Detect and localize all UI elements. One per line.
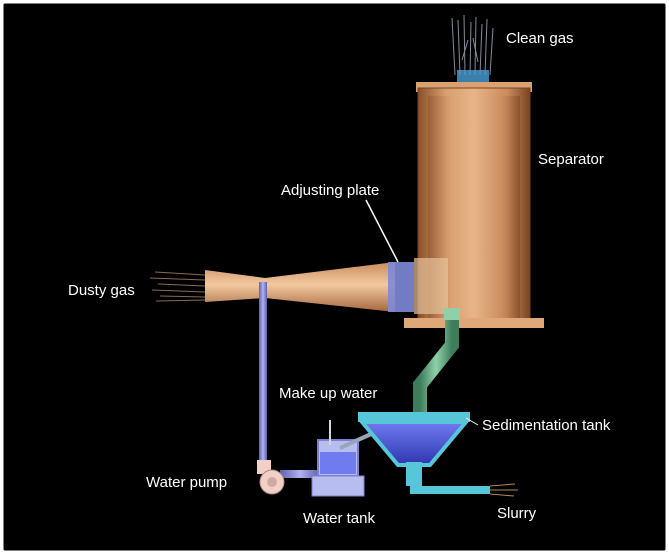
dusty-gas-wisps xyxy=(149,271,206,302)
venturi-tube xyxy=(205,262,395,312)
label-dusty-gas: Dusty gas xyxy=(68,282,135,299)
clean-gas-outlet xyxy=(457,70,489,82)
slurry-pipe xyxy=(410,480,490,494)
drain-flange xyxy=(444,308,460,320)
label-sedimentation-tank: Sedimentation tank xyxy=(482,417,611,434)
sedimentation-pointer xyxy=(465,417,479,426)
label-water-pump: Water pump xyxy=(146,474,228,491)
pump-to-tank-pipe xyxy=(280,470,320,478)
water-pump xyxy=(257,460,285,495)
label-make-up-water: Make up water xyxy=(279,385,378,402)
label-clean-gas: Clean gas xyxy=(506,30,574,47)
separator-cap xyxy=(416,82,532,92)
clean-gas-wisps xyxy=(451,14,494,76)
label-water-tank: Water tank xyxy=(303,510,375,527)
separator-base xyxy=(404,318,544,328)
label-separator: Separator xyxy=(538,151,604,168)
adjusting-plate xyxy=(388,262,414,312)
label-slurry: Slurry xyxy=(497,505,537,522)
slurry-wisps xyxy=(489,483,518,497)
label-adjusting-plate: Adjusting plate xyxy=(281,182,380,199)
water-tank xyxy=(311,420,365,497)
adjusting-plate-pointer xyxy=(365,199,399,263)
venturi-outlet xyxy=(414,258,448,314)
separator-drain-pipe xyxy=(413,312,459,420)
water-supply-pipe xyxy=(259,282,267,462)
